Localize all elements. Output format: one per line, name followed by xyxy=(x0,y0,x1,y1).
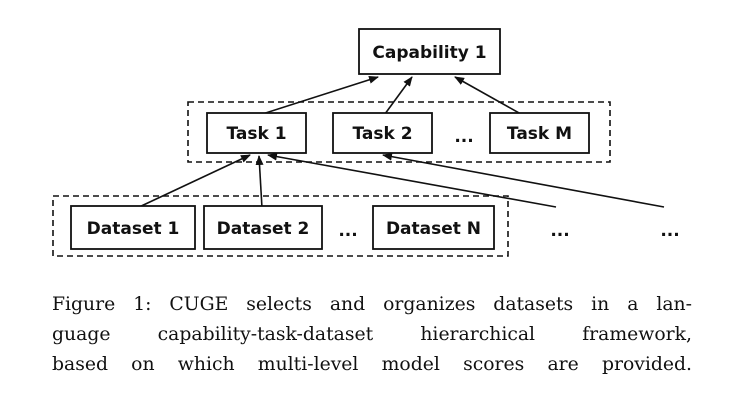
arrow-dataset2-to-task1 xyxy=(255,155,264,209)
task-node-2: Task 2 xyxy=(332,112,433,154)
arrow-task2-to-capability xyxy=(381,76,413,119)
task-node-m: Task M xyxy=(489,112,590,154)
task-node-1: Task 1 xyxy=(206,112,307,154)
dataset-label: Dataset 2 xyxy=(217,219,310,239)
task-ellipsis: ... xyxy=(454,127,473,147)
arrow-taskm-to-capability xyxy=(454,76,529,119)
caption-line: based on which multi-level model scores … xyxy=(52,354,692,375)
arrow-other-datasets-to-task1 xyxy=(267,152,557,208)
dataset-ellipsis: ... xyxy=(338,221,357,241)
caption-line: guage capability-task-dataset hierarchic… xyxy=(52,324,692,345)
dataset-label: Dataset 1 xyxy=(87,219,180,239)
figure-caption: Figure 1: CUGE selects and organizes dat… xyxy=(52,290,692,380)
arrow-dataset1-to-task1 xyxy=(136,154,251,209)
task-label: Task 1 xyxy=(226,124,286,144)
caption-line: Figure 1: CUGE selects and organizes dat… xyxy=(52,294,692,315)
task-label: Task 2 xyxy=(352,124,412,144)
capability-node: Capability 1 xyxy=(358,28,501,75)
dataset-group-dashed-border xyxy=(52,195,509,257)
task-group-dashed-border xyxy=(187,101,611,163)
dataset-node-1: Dataset 1 xyxy=(70,205,196,250)
more-datasets-ellipsis-right: ... xyxy=(660,221,679,241)
arrow-task1-to-capability xyxy=(249,75,379,119)
arrow-other-datasets-to-task2 xyxy=(382,152,665,208)
capability-label: Capability 1 xyxy=(372,43,486,63)
dataset-node-n: Dataset N xyxy=(372,205,495,250)
task-label: Task M xyxy=(507,124,572,144)
hierarchy-diagram: Capability 1 Task 1 Task 2 ... Task M Da… xyxy=(52,28,680,257)
dataset-label: Dataset N xyxy=(386,219,481,239)
dataset-node-2: Dataset 2 xyxy=(203,205,323,250)
more-datasets-ellipsis-left: ... xyxy=(550,221,569,241)
